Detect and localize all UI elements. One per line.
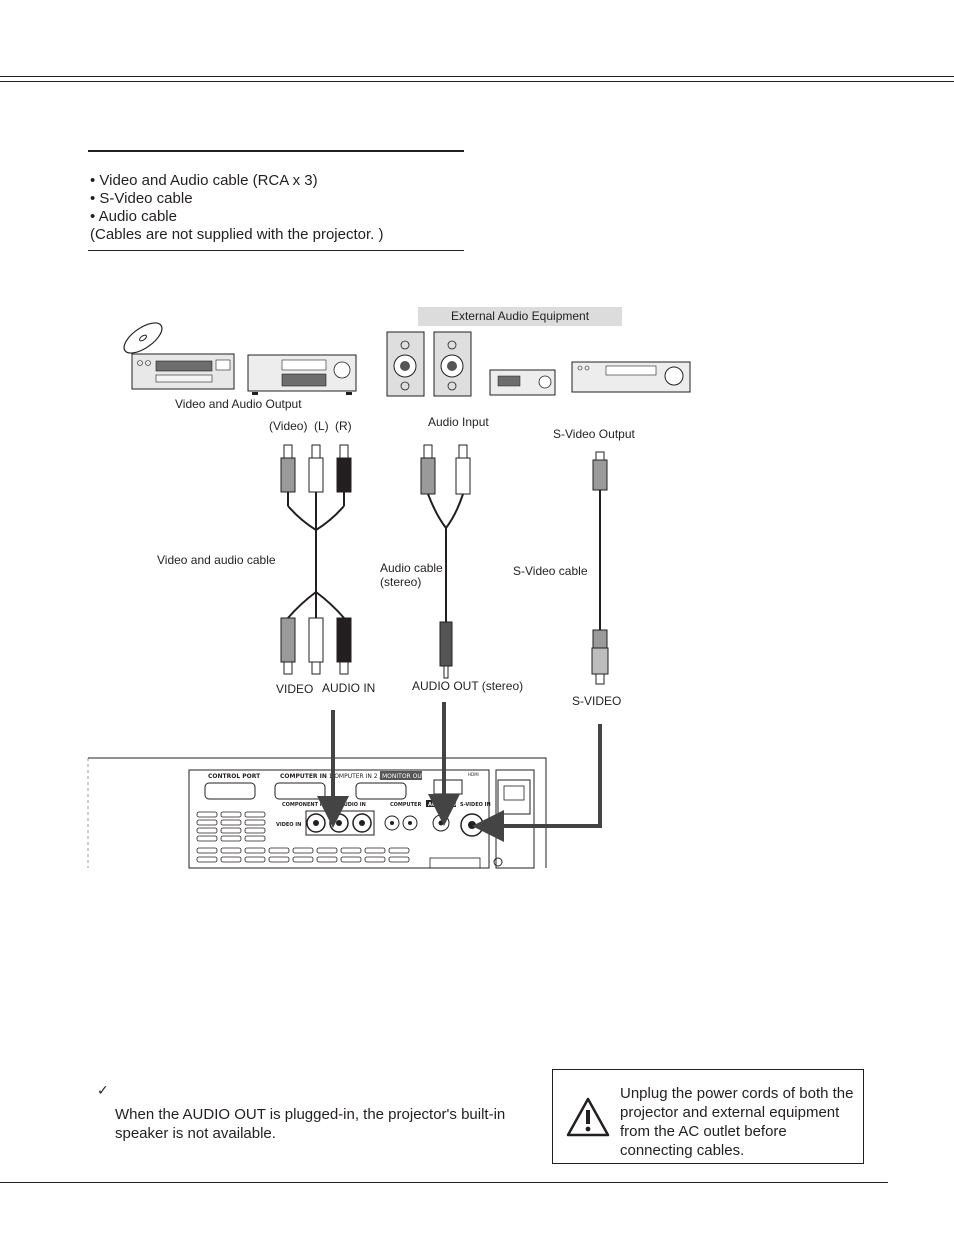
disc-icon [123,322,163,354]
speaker-right-icon [433,331,472,397]
audio-cable [420,444,471,679]
panel-label: HDMI [468,772,479,777]
note-text: When the AUDIO OUT is plugged-in, the pr… [115,1106,506,1142]
cables-note: (Cables are not supplied with the projec… [90,226,384,243]
video-audio-output-label: Video and Audio Output [175,397,302,411]
s-video-output-label: S-Video Output [553,427,635,441]
cable-item: • Video and Audio cable (RCA x 3) [90,172,318,189]
panel-label: S-VIDEO IN [460,802,491,808]
r-plug-label: (R) [335,419,352,433]
rca-plug-video-bottom [280,617,296,675]
top-rule-1 [0,76,954,77]
vcr-icon [247,354,357,395]
cables-list: • Video and Audio cable (RCA x 3) • S-Vi… [90,172,384,244]
panel-label: COMPONENT IN [282,802,326,808]
section-rule-bottom [88,250,464,251]
s-video-cable-label: S-Video cable [513,564,588,578]
section-rule-top [88,150,464,152]
connection-arrows [317,702,602,842]
panel-label: COMPUTER [390,802,421,808]
panel-label: CONTROL PORT [208,773,261,780]
audio-input-label: Audio Input [428,415,489,429]
cable-item: • Audio cable [90,208,177,225]
speaker-left-icon [386,331,425,397]
amplifier-icon [489,369,556,396]
external-audio-equipment-label: External Audio Equipment [418,307,622,326]
audio-in-terminal-label: AUDIO IN [322,681,376,695]
bottom-rule [0,1182,888,1183]
audio-cable-stereo-label: (stereo) [380,575,422,589]
rca-plug-video-top [280,444,296,506]
rca-plug-right-top [336,444,352,506]
rca-plug-left-top [308,444,324,506]
panel-label: VIDEO IN [276,822,301,828]
connection-diagram: CONTROL PORT COMPUTER IN 1 COMPUTER IN 2… [87,322,691,869]
video-plug-label: (Video) [269,419,308,433]
panel-label: MONITOR OUT [382,773,426,780]
s-video-source-icon [571,361,691,393]
warning-box: Unplug the power cords of both the proje… [552,1069,864,1164]
top-rule-2 [0,81,954,82]
video-audio-cable [287,505,345,619]
audio-cable-label: Audio cable [380,561,443,575]
panel-label: COMPUTER IN 2 / [330,773,383,780]
audio-out-terminal-label: AUDIO OUT (stereo) [412,679,524,693]
rca-plug-left-bottom [308,617,324,675]
s-video-cable [591,451,609,685]
s-video-terminal-label: S-VIDEO [572,694,622,708]
projector-panel: CONTROL PORT COMPUTER IN 1 COMPUTER IN 2… [87,757,547,869]
cable-item: • S-Video cable [90,190,193,207]
l-plug-label: (L) [314,419,329,433]
video-terminal-label: VIDEO [276,682,314,696]
panel-label: AUDIO IN [340,802,366,808]
rca-plug-right-bottom [336,617,352,675]
dvd-player-icon [131,353,235,390]
warning-text: Unplug the power cords of both the proje… [620,1085,854,1159]
panel-label: COMPUTER IN 1 [280,773,333,780]
check-icon: ✓ [97,1082,109,1098]
warning-icon [566,1097,610,1137]
video-audio-cable-label: Video and audio cable [157,553,276,567]
